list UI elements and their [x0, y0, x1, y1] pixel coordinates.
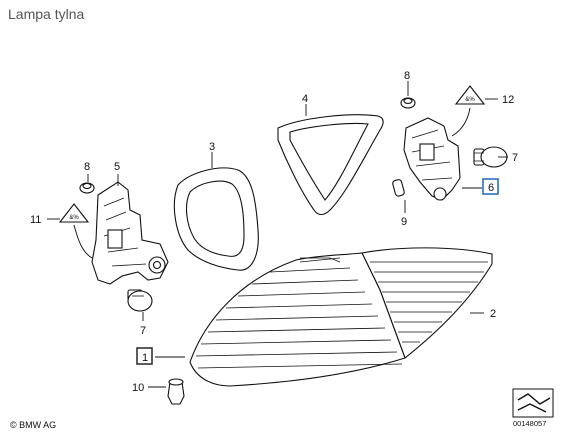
part-6-bulb-carrier[interactable] — [403, 117, 461, 201]
part-8-grommet-left[interactable] — [79, 182, 95, 194]
callout-12: 12 — [502, 94, 514, 106]
warning-triangle-icon: &% — [58, 203, 90, 223]
part-10-clip[interactable] — [167, 378, 185, 405]
diagram-id-label: 00148057 — [513, 419, 547, 428]
callout-8-right: 8 — [404, 70, 410, 82]
callout-6: 6 — [488, 182, 494, 194]
callout-11: 11 — [30, 214, 41, 226]
callout-4: 4 — [302, 93, 308, 105]
svg-text:&%: &% — [69, 215, 79, 221]
page-title: Lampa tylna — [8, 6, 85, 22]
part-1-inner-tail-lamp[interactable] — [189, 252, 406, 387]
callout-1: 1 — [142, 352, 148, 364]
highlight-box-6 — [482, 178, 499, 195]
svg-text:&%: &% — [465, 97, 475, 103]
part-5-bulb-carrier[interactable] — [91, 181, 169, 285]
part-2-outer-tail-lamp[interactable] — [361, 247, 493, 359]
part-3-gasket[interactable] — [173, 167, 259, 271]
callout-2: 2 — [490, 308, 496, 320]
part-4-gasket[interactable] — [277, 114, 384, 216]
callout-8-left: 8 — [84, 161, 90, 173]
callout-7-right: 7 — [512, 152, 518, 164]
callout-5: 5 — [114, 161, 120, 173]
leader-lines — [47, 81, 508, 388]
part-8-grommet-right[interactable] — [400, 97, 416, 109]
callout-7-left: 7 — [140, 325, 146, 337]
part-9-small-bulb[interactable] — [392, 179, 405, 197]
copyright-label: © BMW AG — [10, 420, 57, 430]
callout-10: 10 — [132, 382, 144, 394]
callout-9: 9 — [401, 216, 407, 228]
callout-3: 3 — [209, 141, 215, 153]
part-7-bulb-right[interactable] — [473, 146, 508, 168]
warning-triangle-icon: &% — [454, 85, 486, 105]
part-7-bulb-left[interactable] — [127, 289, 153, 312]
page-corner-icon — [512, 388, 554, 418]
highlight-box-1 — [136, 347, 153, 365]
